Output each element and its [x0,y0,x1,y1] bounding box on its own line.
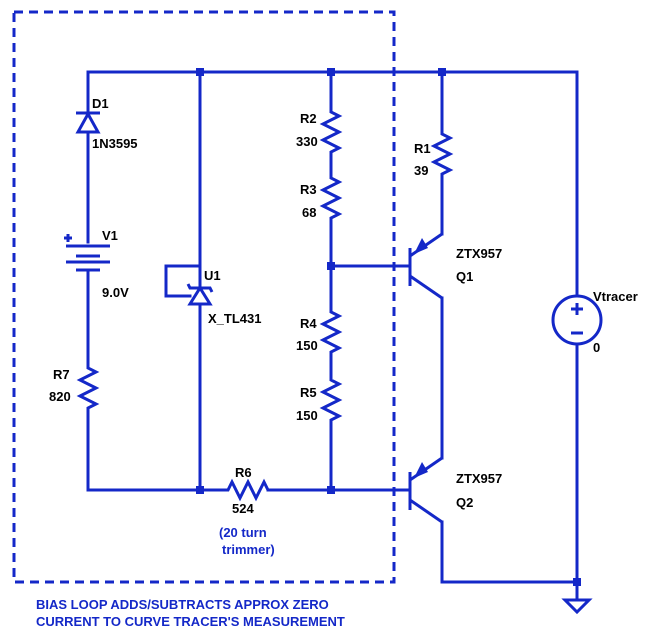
transistor-collector [409,498,443,524]
label-q1-ref: Q1 [456,269,473,284]
label-r1-ref: R1 [414,141,431,156]
transistor-arrow [414,238,428,254]
label-r3-ref: R3 [300,182,317,197]
resistor-r6 [222,478,270,502]
label-d1-value: 1N3595 [92,136,138,151]
label-r2-ref: R2 [300,111,317,126]
trimmer-note-line1: (20 turn [219,525,267,540]
label-r4-ref: R4 [300,316,317,331]
label-vtracer-value: 0 [593,340,600,355]
junction-dot [438,68,446,76]
wire-u1-ref [164,264,202,298]
junction-dot [327,262,335,270]
label-u1-value: X_TL431 [208,311,261,326]
resistor-r4 [319,306,343,356]
trimmer-note-line2: trimmer) [222,542,275,557]
label-r5-value: 150 [296,408,318,423]
label-v1-value: 9.0V [102,285,129,300]
resistor-r2 [319,106,343,156]
diode-triangle [75,110,101,134]
label-vtracer-ref: Vtracer [593,289,638,304]
label-q2-model: ZTX957 [456,471,502,486]
diode-d1 [75,110,101,134]
regulator-cathode-bar [186,283,214,293]
label-r5-ref: R5 [300,385,317,400]
label-r4-value: 150 [296,338,318,353]
label-r2-value: 330 [296,134,318,149]
label-r1-value: 39 [414,163,428,178]
transistor-q2 [408,456,443,524]
label-r3-value: 68 [302,205,316,220]
label-r6-ref: R6 [235,465,252,480]
bias-note-line1: BIAS LOOP ADDS/SUBTRACTS APPROX ZERO [36,597,329,612]
label-v1-ref: V1 [102,228,118,243]
battery-v1 [64,234,110,272]
transistor-arrow [414,462,428,478]
bias-loop-boundary [12,10,396,584]
ground-icon [561,598,593,615]
resistor-r3 [319,172,343,222]
source-circle [551,294,603,346]
shunt-regulator-u1 [186,283,214,306]
regulator-triangle [187,285,213,306]
voltage-source-vtracer [551,294,603,346]
transistor-collector [409,274,443,300]
junction-dot [196,68,204,76]
resistor-r7 [76,362,100,412]
resistor-r5 [319,374,343,424]
junctions [196,68,581,586]
label-q1-model: ZTX957 [456,246,502,261]
transistor-q1 [408,232,443,300]
wire-q2-bottom [440,520,579,584]
label-r7-ref: R7 [53,367,70,382]
label-d1-ref: D1 [92,96,109,111]
label-u1-ref: U1 [204,268,221,283]
label-r7-value: 820 [49,389,71,404]
label-q2-ref: Q2 [456,495,473,510]
bias-note-line2: CURRENT TO CURVE TRACER'S MEASUREMENT [36,614,345,629]
junction-dot [196,486,204,494]
junction-dot [573,578,581,586]
label-r6-value: 524 [232,501,254,516]
junction-dot [327,486,335,494]
junction-dot [327,68,335,76]
resistor-r1 [430,128,454,178]
